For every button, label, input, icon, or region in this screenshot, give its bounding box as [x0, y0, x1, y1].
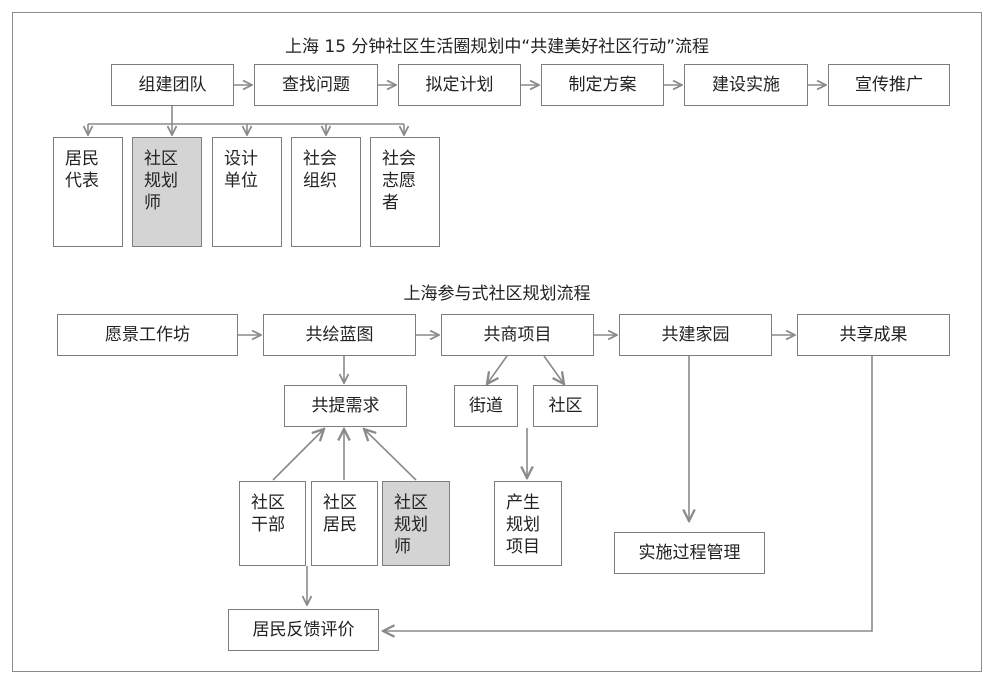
- team-design-unit: 设计 单位: [212, 137, 282, 247]
- step-form-team: 组建团队: [111, 64, 234, 106]
- arrow-planner-needs: [364, 429, 417, 481]
- implementation-process-management: 实施过程管理: [614, 532, 765, 574]
- step-share-results: 共享成果: [797, 314, 950, 356]
- arrow-projects-community: [543, 355, 564, 384]
- stakeholder-community-cadre: 社区 干部: [239, 481, 306, 566]
- diagram-frame: [12, 12, 982, 672]
- step-co-draw-blueprint: 共绘蓝图: [263, 314, 416, 356]
- team-social-org: 社会 组织: [291, 137, 361, 247]
- step-make-scheme: 制定方案: [541, 64, 664, 106]
- step-draft-plan: 拟定计划: [398, 64, 521, 106]
- team-volunteers: 社会 志愿 者: [370, 137, 440, 247]
- step-find-problems: 查找问题: [254, 64, 378, 106]
- generate-planning-projects: 产生 规划 项目: [494, 481, 562, 566]
- stakeholder-community-planner: 社区 规划 师: [382, 481, 450, 566]
- top-diagram-title: 上海 15 分钟社区生活圈规划中“共建美好社区行动”流程: [284, 37, 710, 57]
- bottom-diagram-title: 上海参与式社区规划流程: [403, 284, 591, 304]
- step-implement: 建设实施: [684, 64, 808, 106]
- arrow-results-feedback: [383, 356, 873, 631]
- source-community: 社区: [533, 385, 598, 427]
- team-community-planner: 社区 规划 师: [132, 137, 202, 247]
- step-co-discuss-projects: 共商项目: [441, 314, 594, 356]
- co-raise-needs: 共提需求: [284, 385, 407, 427]
- arrow-projects-street: [487, 355, 508, 384]
- source-street: 街道: [454, 385, 518, 427]
- step-vision-workshop: 愿景工作坊: [57, 314, 238, 356]
- stakeholder-community-resident: 社区 居民: [311, 481, 378, 566]
- team-resident-rep: 居民 代表: [53, 137, 123, 247]
- arrow-cadre-needs: [272, 429, 324, 481]
- step-promote: 宣传推广: [828, 64, 950, 106]
- resident-feedback: 居民反馈评价: [228, 609, 379, 651]
- step-co-build-home: 共建家园: [619, 314, 772, 356]
